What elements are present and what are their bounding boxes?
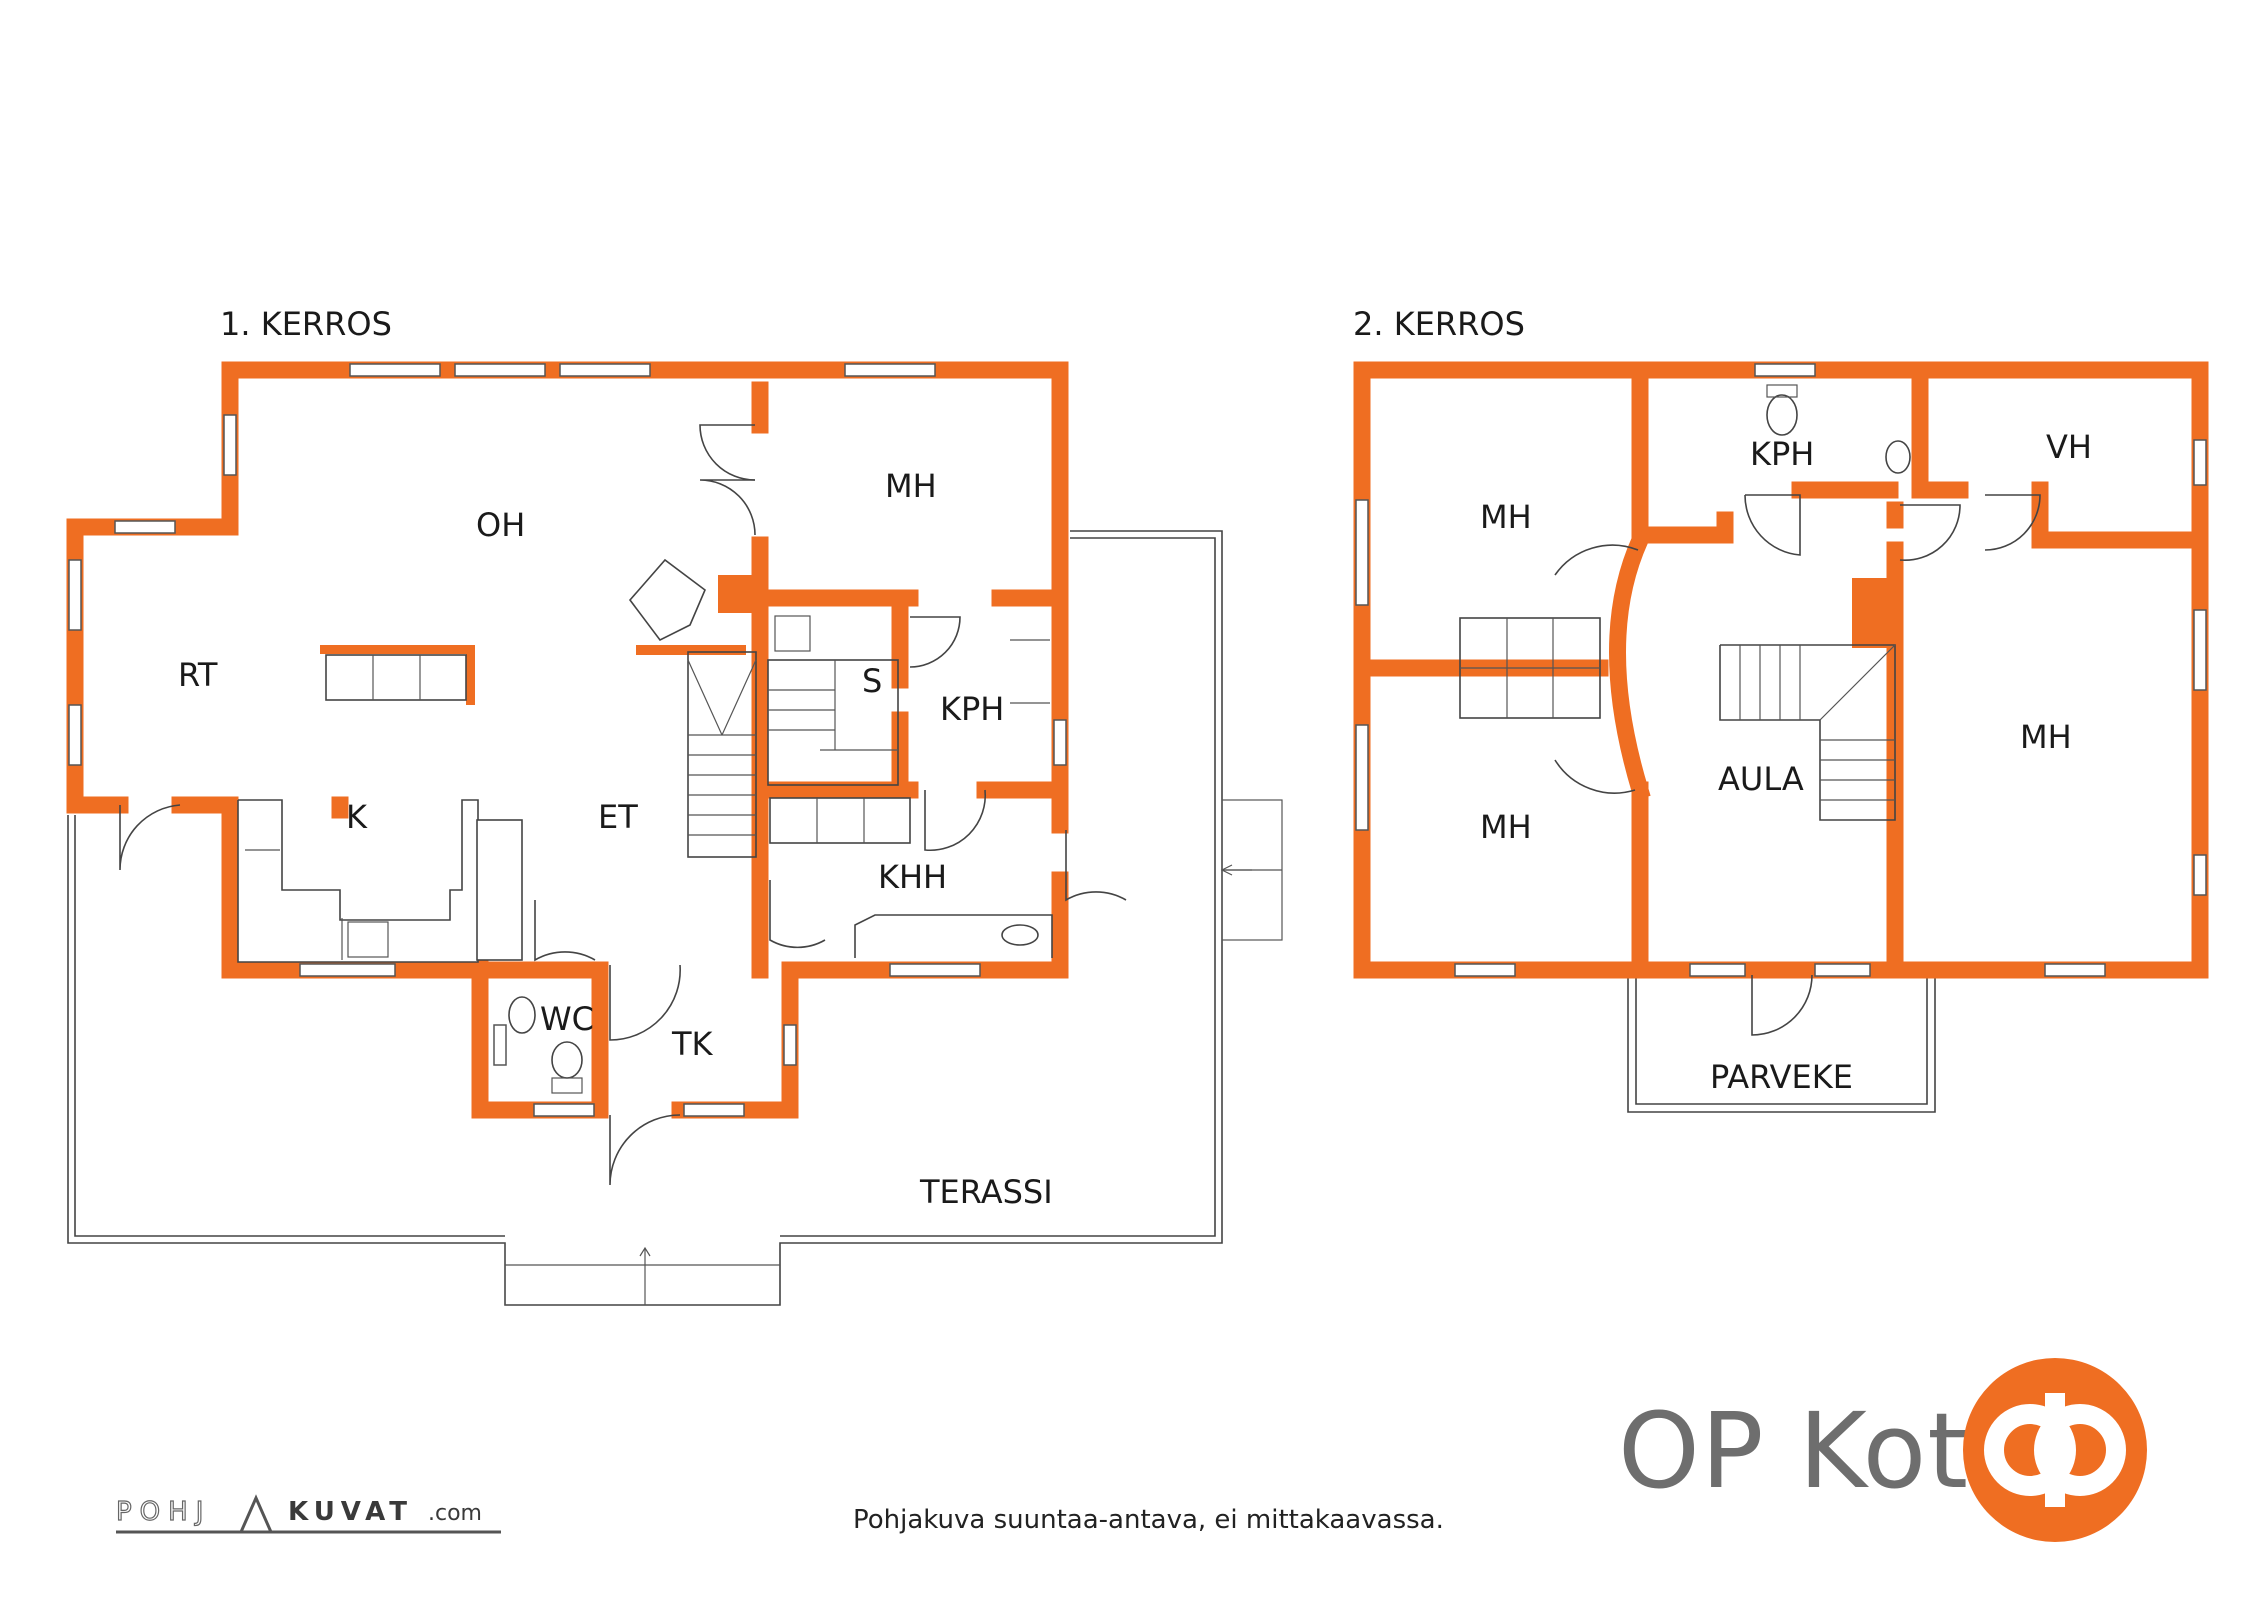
room-oh: OH: [476, 506, 525, 544]
room-wc: WC: [540, 1000, 594, 1038]
floor-1-doors: [119, 424, 1127, 1186]
room-2-mh-3: MH: [2020, 718, 2072, 756]
room-mh: MH: [885, 467, 937, 505]
floor-1-labels: OH MH RT K ET S KPH KHH WC TK TERASSI: [178, 467, 1053, 1211]
room-s: S: [862, 662, 882, 700]
disclaimer-note: Pohjakuva suuntaa-antava, ei mittakaavas…: [853, 1505, 1444, 1535]
room-et: ET: [598, 798, 638, 836]
floor-2-windows: [1355, 363, 2207, 977]
room-2-parveke: PARVEKE: [1710, 1058, 1853, 1096]
room-k: K: [346, 798, 368, 836]
floor-2: 2. KERROS: [1353, 305, 2209, 1113]
room-2-vh: VH: [2046, 428, 2092, 466]
brand-name: OP Koti: [1618, 1390, 1999, 1512]
floor-1-windows: [68, 363, 1067, 1117]
terrace: [67, 530, 1283, 1306]
floor-1-title: 1. KERROS: [220, 305, 392, 343]
floor-2-labels: MH KPH VH MH AULA MH PARVEKE: [1480, 428, 2092, 1096]
room-2-mh-2: MH: [1480, 808, 1532, 846]
floor-1-furniture: [237, 558, 1053, 1094]
floor-2-doors: [1554, 494, 2041, 1036]
op-logo: [1960, 1355, 2150, 1549]
credit-suffix: .com: [428, 1501, 482, 1526]
floor-2-furniture: [1459, 384, 1911, 821]
room-rt: RT: [178, 656, 218, 694]
credit-left: POHJ: [116, 1497, 211, 1527]
room-terassi: TERASSI: [919, 1173, 1053, 1211]
room-2-mh-1: MH: [1480, 498, 1532, 536]
floor-2-title: 2. KERROS: [1353, 305, 1525, 343]
floor-1: 1. KERROS: [66, 305, 1283, 1306]
room-2-kph: KPH: [1750, 435, 1814, 473]
room-khh: KHH: [878, 858, 947, 896]
credit-right: KUVAT: [288, 1497, 413, 1527]
balcony: [1627, 970, 1936, 1113]
room-kph: KPH: [940, 690, 1004, 728]
pohjakuvat-logo: POHJ KUVAT .com: [115, 1490, 506, 1544]
room-tk: TK: [671, 1025, 714, 1063]
room-2-aula: AULA: [1718, 760, 1804, 798]
